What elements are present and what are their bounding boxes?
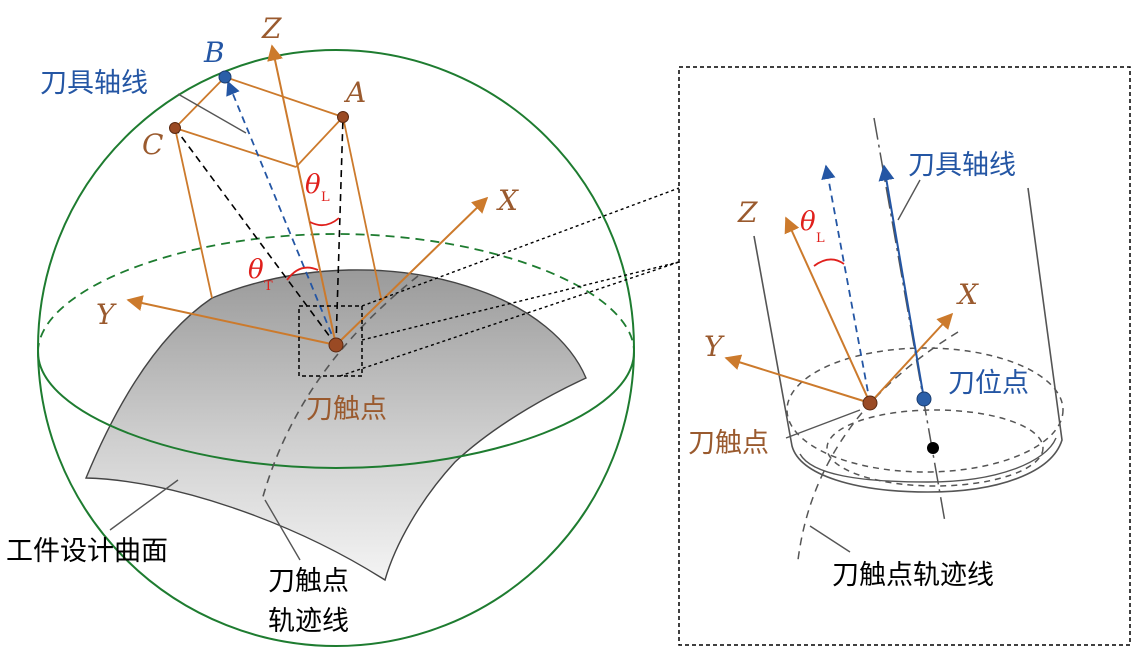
contact-point-label: 刀触点 xyxy=(306,394,387,425)
point-b-label: B xyxy=(203,36,225,69)
theta-t-arc xyxy=(286,266,319,281)
contact-point-marker xyxy=(328,337,344,353)
tool-axis-leader xyxy=(177,93,247,134)
left-panel: B A C Z X Y θ L θ T 刀具轴线 刀触点 工件设计曲面 刀触点 … xyxy=(6,12,635,647)
tool-frame-box xyxy=(174,76,382,299)
theta-t-symbol: θ xyxy=(248,255,264,285)
detail-axis-x-line xyxy=(869,312,954,404)
axis-y-label: Y xyxy=(96,298,117,331)
point-c-marker xyxy=(169,122,181,134)
tool-position-label: 刀位点 xyxy=(948,368,1029,399)
tool-axis-label: 刀具轴线 xyxy=(40,68,148,99)
point-c-label: C xyxy=(142,128,163,161)
point-b-marker xyxy=(218,70,232,84)
line-contact-to-c xyxy=(174,127,337,346)
surface-label: 工件设计曲面 xyxy=(6,536,168,567)
workpiece-surface xyxy=(84,269,587,582)
point-a-label: A xyxy=(343,76,366,109)
detail-contact-point-label: 刀触点 xyxy=(688,428,769,459)
detail-trajectory-label: 刀触点轨迹线 xyxy=(832,560,994,591)
tool-bottom-rim xyxy=(799,437,1057,483)
detail-trajectory-leader xyxy=(809,525,851,553)
tool-position-marker xyxy=(916,391,932,407)
detail-frame xyxy=(678,66,1131,646)
trajectory-leader xyxy=(264,499,301,561)
axis-z-line xyxy=(267,44,337,346)
axis-z-label: Z xyxy=(261,12,282,45)
line-contact-to-a xyxy=(335,116,344,346)
detail-contact-leader xyxy=(785,409,861,439)
detail-theta-l-subscript: L xyxy=(816,231,825,246)
equator-front xyxy=(37,351,635,470)
right-panel: Z X Y θ L 刀具轴线 刀位点 刀触点 刀触点轨迹线 xyxy=(678,66,1131,646)
detail-contact-point-marker xyxy=(862,395,878,411)
detail-axis-z-line xyxy=(784,216,871,404)
contact-trajectory-curve-detail xyxy=(797,331,959,561)
detail-tool-axis-leader xyxy=(897,179,921,221)
tool-center-marker xyxy=(927,442,939,454)
detail-theta-l-symbol: θ xyxy=(800,207,816,237)
zoom-connectors xyxy=(339,187,680,377)
detail-tool-axis-label: 刀具轴线 xyxy=(908,150,1016,181)
tool-tip-ellipse-outer xyxy=(786,347,1064,473)
detail-axis-y-label: Y xyxy=(704,330,725,363)
theta-l-subscript: L xyxy=(321,190,330,205)
detail-axis-y-line xyxy=(724,354,871,404)
trajectory-label-line2: 轨迹线 xyxy=(268,606,349,637)
surface-leader xyxy=(109,479,179,531)
tool-body-outline xyxy=(753,187,1063,493)
theta-t-subscript: T xyxy=(264,279,273,294)
detail-axis-z-label: Z xyxy=(737,196,758,229)
axis-x-label: X xyxy=(496,184,519,217)
zoom-region-box xyxy=(298,305,363,377)
point-a-marker xyxy=(337,111,349,123)
theta-l-symbol: θ xyxy=(305,170,321,200)
tool-tip-ellipse-inner xyxy=(826,409,1044,487)
axis-x-line xyxy=(335,196,489,346)
contact-trajectory-curve xyxy=(261,275,419,501)
theta-l-arc xyxy=(309,217,340,227)
detail-axis-x-label: X xyxy=(956,278,979,311)
trajectory-label-line1: 刀触点 xyxy=(268,566,349,597)
detail-tool-direction xyxy=(821,164,871,404)
detail-theta-l-arc xyxy=(813,258,845,267)
axis-y-line xyxy=(126,295,337,346)
detail-tool-axis-line xyxy=(878,164,925,400)
